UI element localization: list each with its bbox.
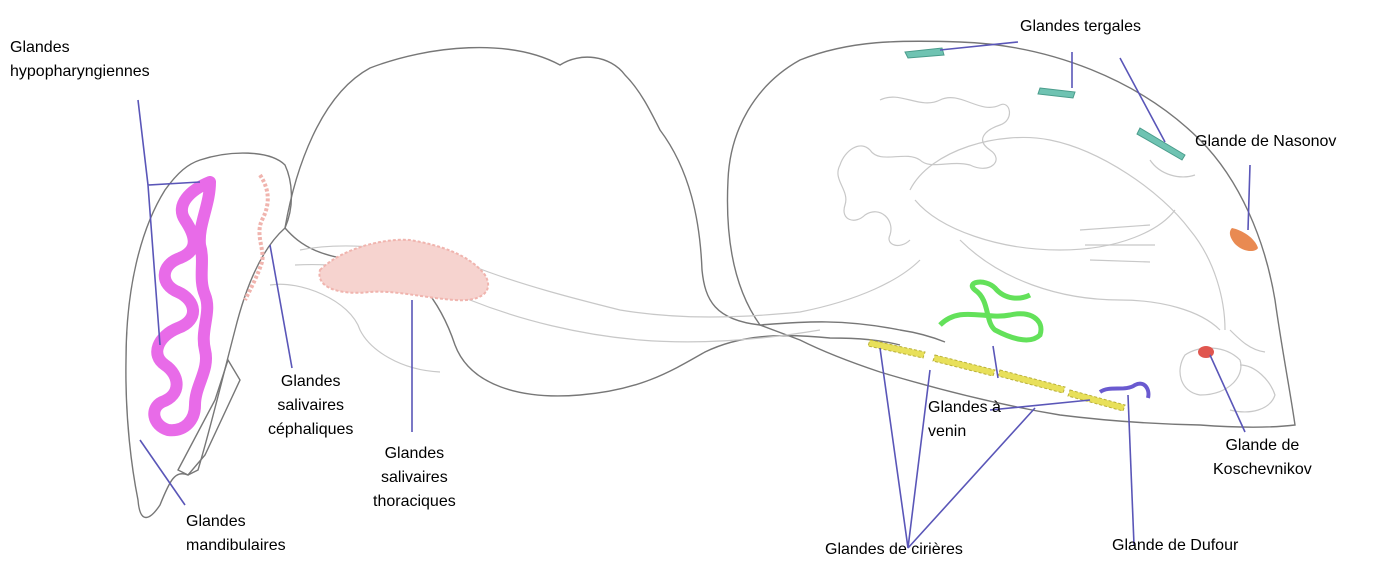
label-hypopharyngeal-glands: Glandes hypopharyngiennes bbox=[10, 36, 150, 84]
abdomen-outline bbox=[727, 41, 1295, 427]
hypopharyngeal-gland bbox=[154, 182, 210, 430]
label-venom-glands: Glandes à venin bbox=[928, 396, 1001, 444]
dufour-gland bbox=[1100, 384, 1148, 398]
label-nasonov-gland: Glande de Nasonov bbox=[1195, 130, 1336, 154]
thorax-outline bbox=[285, 48, 945, 342]
leader-dufour bbox=[1128, 395, 1134, 545]
tergal-glands bbox=[905, 48, 1185, 160]
label-cephalic-salivary-glands: Glandes salivaires céphaliques bbox=[268, 370, 353, 442]
label-tergal-glands: Glandes tergales bbox=[1020, 15, 1141, 39]
leader-nasonov bbox=[1248, 165, 1250, 230]
venom-gland bbox=[940, 282, 1041, 340]
cephalic-salivary-gland bbox=[245, 175, 268, 300]
label-wax-glands: Glandes de cirières bbox=[825, 538, 963, 562]
label-thoracic-salivary-glands: Glandes salivaires thoraciques bbox=[373, 442, 456, 514]
label-koschevnikov-gland: Glande de Koschevnikov bbox=[1213, 434, 1312, 482]
nasonov-gland bbox=[1230, 228, 1258, 251]
leader-mandibular bbox=[140, 440, 185, 505]
label-dufour-gland: Glande de Dufour bbox=[1112, 534, 1238, 558]
label-mandibular-glands: Glandes mandibulaires bbox=[186, 510, 286, 558]
leader-cephalic-salivary bbox=[270, 245, 292, 368]
koschevnikov-gland bbox=[1198, 346, 1214, 358]
body-outline bbox=[126, 41, 1295, 517]
leader-wax bbox=[880, 348, 1090, 548]
leader-lines bbox=[138, 42, 1250, 548]
thoracic-salivary-gland bbox=[319, 240, 488, 300]
